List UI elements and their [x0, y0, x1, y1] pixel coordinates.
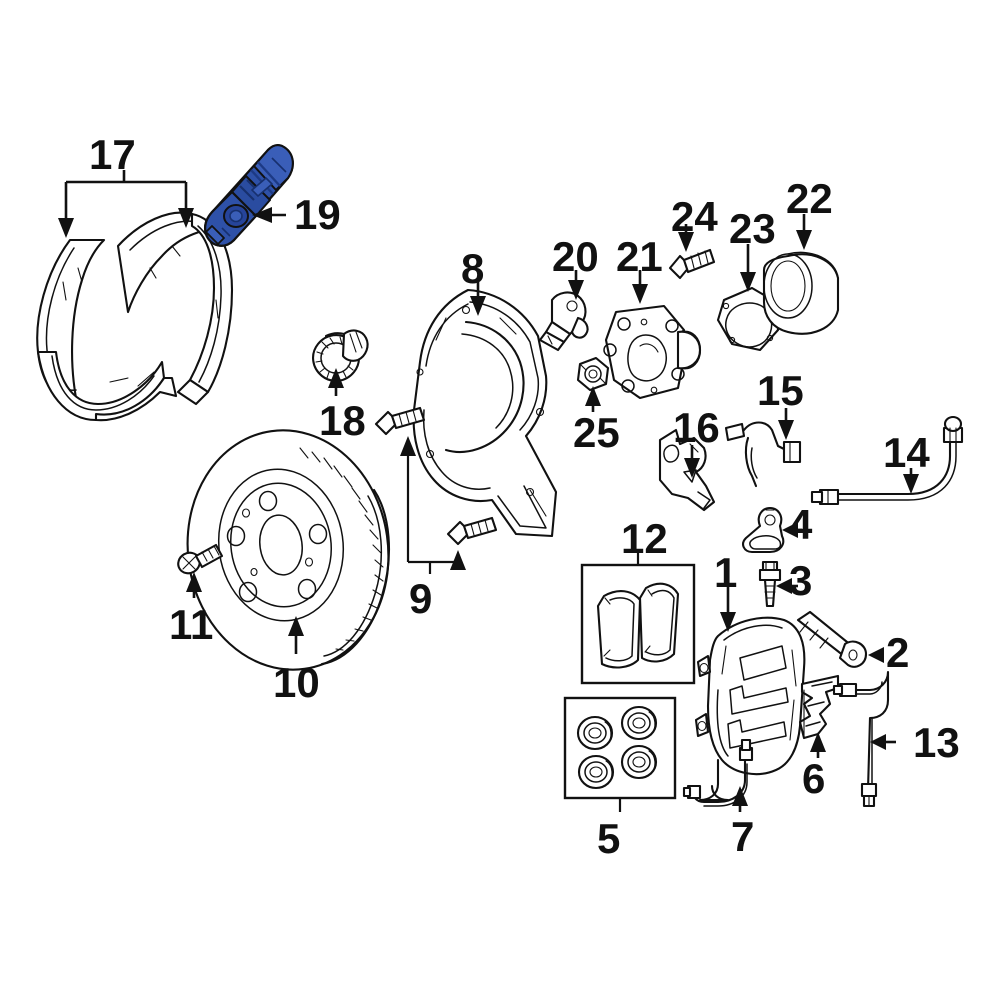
callout-label-4[interactable]: 4 [789, 501, 813, 548]
part-7-crossover-line[interactable] [682, 738, 754, 807]
part-13-wear-sensor[interactable] [832, 670, 890, 808]
callout-label-23[interactable]: 23 [729, 205, 776, 252]
callout-label-2[interactable]: 2 [886, 629, 910, 676]
part-19-parking-brake-adjuster[interactable] [203, 144, 294, 247]
callout-21-leader [632, 270, 648, 304]
callout-label-19[interactable]: 19 [294, 191, 341, 238]
callout-7-leader [732, 786, 748, 812]
callout-3-leader [776, 578, 798, 594]
part-11-rotor-screw[interactable] [174, 543, 224, 577]
part-18-adjuster-wheel[interactable] [312, 329, 369, 382]
callout-label-25[interactable]: 25 [573, 409, 620, 456]
part-12-brake-pad-set[interactable] [580, 552, 696, 685]
callout-8-leader [470, 282, 486, 316]
part-16-hose-bracket[interactable] [658, 428, 716, 512]
callout-label-8[interactable]: 8 [461, 245, 485, 292]
callout-label-1[interactable]: 1 [714, 549, 738, 596]
part-1-brake-caliper[interactable] [694, 616, 806, 776]
part-5-seal-kit[interactable] [563, 696, 677, 812]
part-9-splash-shield-bolts[interactable] [374, 406, 498, 574]
callout-label-3[interactable]: 3 [789, 557, 813, 604]
callout-10-leader [288, 616, 304, 654]
callout-label-15[interactable]: 15 [757, 367, 804, 414]
part-2-guide-bolt[interactable] [796, 610, 868, 668]
part-3-bleeder-screw[interactable] [758, 560, 782, 608]
callout-label-21[interactable]: 21 [616, 233, 663, 280]
callout-18-leader [328, 368, 344, 396]
callout-label-7[interactable]: 7 [731, 813, 755, 860]
callout-label-13[interactable]: 13 [913, 719, 960, 766]
part-6-pad-spring[interactable] [798, 674, 840, 740]
callout-1-leader [720, 582, 736, 632]
callout-label-16[interactable]: 16 [673, 404, 720, 451]
part-4-banjo-bracket[interactable] [742, 506, 785, 554]
part-8-splash-shield[interactable] [412, 288, 558, 538]
callout-label-12[interactable]: 12 [621, 515, 668, 562]
callout-4-leader [782, 522, 802, 538]
callout-label-14[interactable]: 14 [883, 429, 930, 476]
part-15-sensor-clip[interactable] [724, 421, 802, 488]
callout-label-24[interactable]: 24 [671, 193, 718, 240]
callout-2-leader [868, 647, 884, 663]
callout-16-leader [684, 445, 700, 478]
callout-label-17[interactable]: 17 [89, 131, 136, 178]
callout-label-18[interactable]: 18 [319, 397, 366, 444]
part-24-hub-bolt[interactable] [668, 248, 716, 280]
callout-19-leader [252, 207, 286, 223]
part-10-brake-rotor[interactable] [172, 417, 403, 682]
callout-17-leader [58, 170, 194, 238]
part-25-flange-nut[interactable] [576, 356, 610, 392]
callout-24-leader [678, 224, 694, 252]
callout-13-leader [870, 734, 896, 750]
callout-label-10[interactable]: 10 [273, 659, 320, 706]
part-21-wheel-hub-flange[interactable] [603, 304, 702, 400]
callout-label-20[interactable]: 20 [552, 233, 599, 280]
callout-label-6[interactable]: 6 [802, 755, 826, 802]
callout-label-9[interactable]: 9 [409, 575, 433, 622]
callout-11-leader [186, 572, 202, 598]
callout-20-leader [568, 270, 584, 300]
part-20-abs-sensor[interactable] [538, 291, 589, 352]
callout-25-leader [585, 386, 601, 412]
callout-14-leader [903, 468, 919, 494]
callout-label-11[interactable]: 11 [169, 601, 214, 648]
part-22-wheel-bearing[interactable] [762, 251, 840, 335]
callout-6-leader [810, 732, 826, 758]
part-17-parking-brake-shoe-set[interactable] [36, 211, 234, 422]
callout-label-5[interactable]: 5 [597, 815, 621, 862]
part-14-brake-hose[interactable] [810, 415, 964, 506]
callout-15-leader [778, 408, 794, 440]
callout-22-leader [796, 214, 812, 250]
callout-label-22[interactable]: 22 [786, 175, 833, 222]
callout-23-leader [740, 244, 756, 292]
